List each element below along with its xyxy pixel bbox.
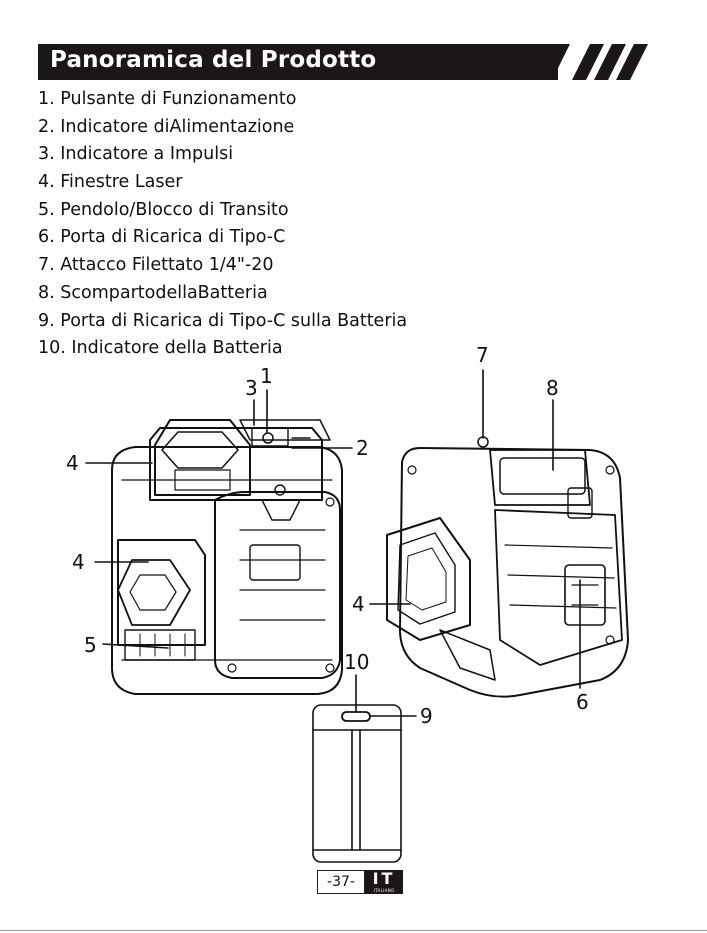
part-item: 2. Indicatore diAlimentazione bbox=[38, 116, 295, 137]
laser-level-rear-view bbox=[386, 436, 629, 698]
callout-9: 9 bbox=[420, 704, 433, 728]
laser-level-front-view bbox=[111, 419, 343, 695]
header-bar: Panoramica del Prodotto bbox=[38, 44, 558, 80]
part-item: 9. Porta di Ricarica di Tipo-C sulla Bat… bbox=[38, 310, 408, 331]
callout-8: 8 bbox=[546, 376, 559, 400]
callout-3: 3 bbox=[245, 376, 258, 400]
page-title: Panoramica del Prodotto bbox=[50, 47, 377, 73]
callout-4-top: 4 bbox=[66, 451, 79, 475]
callout-1: 1 bbox=[260, 364, 273, 388]
callout-10: 10 bbox=[344, 650, 370, 674]
part-item: 10. Indicatore della Batteria bbox=[38, 338, 283, 359]
callout-5: 5 bbox=[84, 633, 97, 657]
part-item: 3. Indicatore a Impulsi bbox=[38, 144, 234, 165]
part-item: 4. Finestre Laser bbox=[38, 172, 183, 193]
language-code: IT bbox=[372, 869, 396, 888]
header-stripes-decoration bbox=[540, 44, 648, 80]
battery-drawing bbox=[312, 704, 402, 863]
section-header: Panoramica del Prodotto bbox=[38, 44, 648, 80]
language-name: ITALIANO bbox=[373, 888, 395, 893]
parts-list: 1. Pulsante di Funzionamento 2. Indicato… bbox=[38, 86, 407, 363]
callout-4-front: 4 bbox=[72, 550, 85, 574]
callout-7: 7 bbox=[476, 343, 489, 367]
callout-4-rear: 4 bbox=[352, 592, 365, 616]
bottom-rule bbox=[0, 930, 707, 931]
callout-6: 6 bbox=[576, 690, 589, 714]
language-badge: IT ITALIANO bbox=[365, 869, 403, 894]
part-item: 8. ScompartodellaBatteria bbox=[38, 282, 268, 303]
page-footer: -37- IT ITALIANO bbox=[317, 869, 403, 894]
part-item: 1. Pulsante di Funzionamento bbox=[38, 89, 297, 109]
part-item: 6. Porta di Ricarica di Tipo-C bbox=[38, 227, 286, 248]
callout-leader-lines bbox=[85, 369, 581, 717]
part-item: 7. Attacco Filettato 1/4"-20 bbox=[38, 255, 274, 276]
callout-2: 2 bbox=[356, 436, 369, 460]
part-item: 5. Pendolo/Blocco di Transito bbox=[38, 199, 289, 220]
page-number: -37- bbox=[317, 870, 365, 894]
